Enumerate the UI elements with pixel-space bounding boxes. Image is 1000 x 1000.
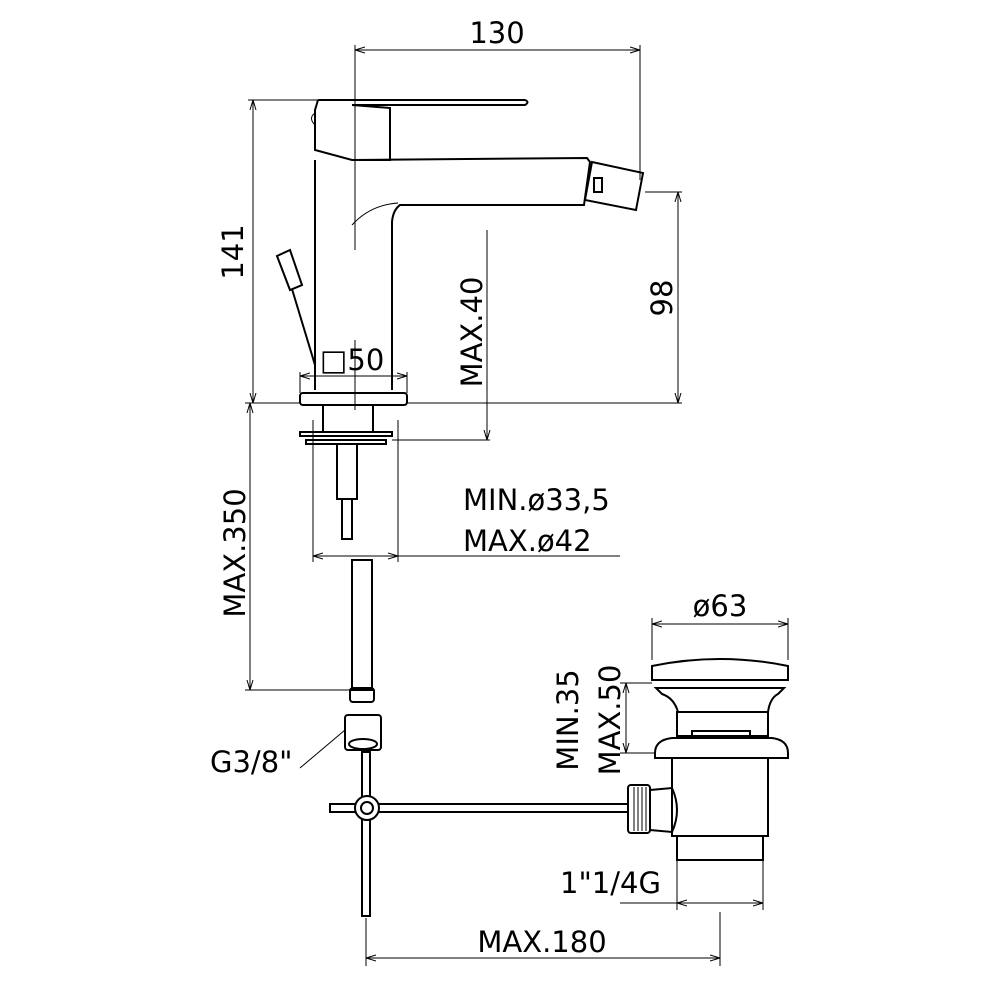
waste-drain bbox=[627, 658, 789, 861]
max-supply-label: MAX.350 bbox=[218, 488, 252, 617]
max-deck-label: MAX.40 bbox=[455, 277, 489, 388]
drain-max-label: MAX.50 bbox=[593, 665, 627, 776]
height-overall-label: 141 bbox=[216, 224, 250, 279]
drain-thread-label: 1"1/4G bbox=[560, 866, 661, 900]
hole-min-label: MIN.ø33,5 bbox=[463, 483, 610, 517]
spout-height-label: 98 bbox=[645, 280, 679, 317]
supply-thread-label: G3/8" bbox=[210, 745, 292, 779]
base-plate bbox=[299, 392, 408, 406]
width-overall-label: 130 bbox=[469, 16, 524, 50]
hole-max-label: MAX.ø42 bbox=[463, 524, 592, 558]
supply-hose bbox=[299, 559, 382, 769]
base-size-label: □50 bbox=[320, 343, 384, 377]
dimension-lines bbox=[245, 45, 789, 966]
drain-min-label: MIN.35 bbox=[551, 669, 585, 770]
drain-diameter-label: ø63 bbox=[693, 589, 748, 623]
rod-max-label: MAX.180 bbox=[477, 925, 606, 959]
